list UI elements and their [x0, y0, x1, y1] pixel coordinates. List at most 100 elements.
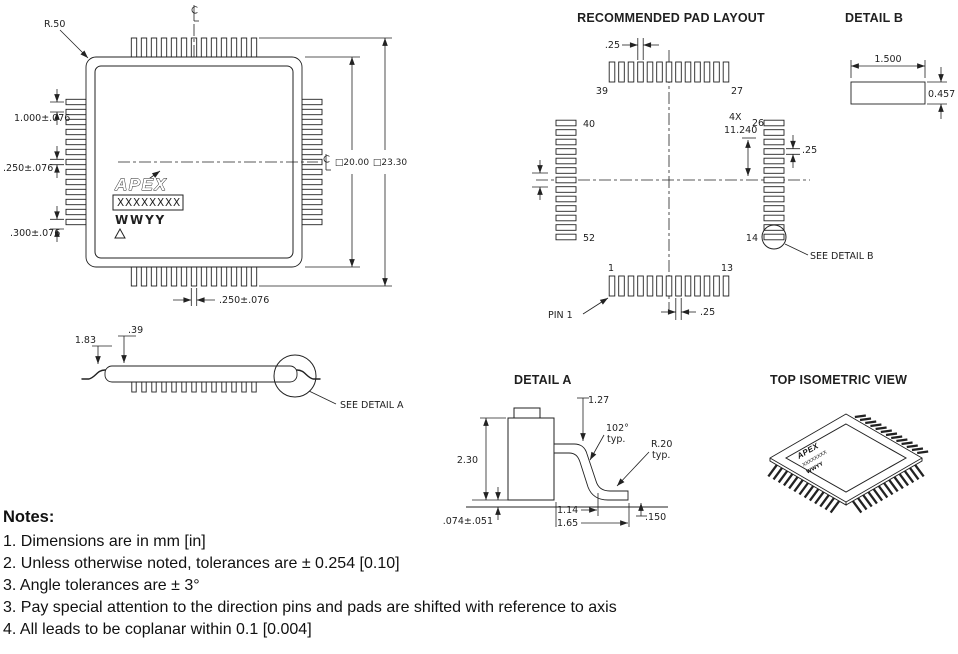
pad-top [684, 61, 692, 83]
side-view-leads [131, 381, 257, 393]
qfp-side-view: SEE DETAIL A 1.83 .39 [75, 325, 404, 411]
lead-left [65, 188, 87, 196]
lead-top [210, 37, 218, 59]
pad-bottom [665, 275, 673, 297]
lead-right [301, 148, 323, 156]
iso-lead [903, 470, 915, 484]
dim-lead-width-left: .250±.076 [3, 146, 64, 178]
recommended-pad-layout: RECOMMENDED PAD LAYOUT 39 27 40 52 26 14… [532, 11, 874, 321]
iso-lead [893, 476, 904, 490]
lead-top [150, 37, 158, 59]
side-lead [201, 381, 207, 393]
iso-lead [909, 467, 920, 481]
lead-left [65, 148, 87, 156]
detail-a-body-section [507, 417, 555, 501]
dim-foot-height: .150 [636, 503, 666, 523]
iso-lead [898, 473, 910, 487]
pad-bottom [618, 275, 625, 297]
side-lead [141, 381, 147, 393]
note-item-3: 3. Angle tolerances are ± 3° [3, 577, 200, 594]
lead-top [200, 37, 208, 59]
dim-label-body-height: 2.30 [457, 455, 478, 466]
pad-right [763, 119, 785, 127]
side-lead [231, 381, 237, 393]
pad-top [703, 61, 711, 83]
pad-right [763, 176, 785, 184]
pad-left [555, 205, 577, 212]
pad-bottom [646, 275, 654, 297]
lead-bottom [190, 265, 198, 287]
iso-lead [875, 426, 887, 431]
dim-label-lead-width-bottom: .250±.076 [219, 295, 269, 306]
centerline-symbol-icon [191, 4, 200, 22]
dim-standoff: .074±.051 [443, 487, 501, 527]
lead-top [240, 37, 248, 59]
iso-lead [854, 414, 866, 419]
dim-label-standoff: .074±.051 [443, 516, 493, 527]
dim-label-lead-offset: .300±.076 [10, 228, 60, 239]
iso-top-face-edge [784, 423, 908, 493]
dim-body-height: 2.30 [457, 417, 506, 500]
lead-right [301, 208, 323, 216]
marking-logo: APEX [114, 175, 167, 194]
lead-top [160, 37, 168, 59]
notes-section: Notes: 1. Dimensions are in mm [in] 2. U… [3, 508, 743, 641]
pad-bottom [684, 275, 692, 297]
pad-left [555, 138, 577, 146]
pad-bottom [637, 275, 644, 297]
pad-bottom [722, 275, 730, 297]
iso-lead [824, 497, 835, 511]
iso-lead [877, 485, 889, 499]
pad-right [763, 195, 785, 203]
lead-bottom [130, 265, 138, 287]
dim-foot-outer: 1.65 [557, 503, 630, 529]
dim-label-angle-typ: typ. [607, 434, 625, 445]
pad-right [763, 186, 785, 193]
lead-bottom [140, 265, 148, 287]
pad-right [763, 157, 785, 165]
lead-left [65, 208, 87, 216]
iso-lead [808, 488, 820, 502]
lead-left [65, 158, 87, 166]
iso-lead [901, 441, 913, 446]
dim-label-span-qty: 4X [729, 112, 742, 123]
pad-right [763, 233, 785, 241]
pad-top [618, 61, 625, 83]
chip-marking: APEX XXXXXXXX WWYY [112, 170, 184, 239]
dim-label-angle: 102° [606, 423, 629, 434]
dim-label-pad-width-bottom: .25 [700, 307, 715, 318]
iso-body-top [769, 413, 923, 503]
detail-a-view: DETAIL A 2.30 1.27 102° typ. R.20 typ. [443, 373, 673, 529]
iso-lead [767, 464, 778, 478]
dim-lead-angle: 102° typ. [589, 423, 629, 461]
lead-bottom [200, 265, 208, 287]
pad-right [763, 138, 785, 146]
centerlines [118, 4, 332, 171]
dim-pad-width-right: .25 [786, 135, 817, 168]
detail-a-body-step [513, 407, 541, 419]
detail-a-gullwing-lead [553, 443, 629, 501]
isometric-view: TOP ISOMETRIC VIEW APEX XXXXXXXX WWYY [767, 373, 929, 514]
detail-b-title: DETAIL B [845, 11, 903, 25]
pad-number-1: 1 [608, 263, 614, 274]
pad-top [694, 61, 701, 83]
pad-left [555, 224, 577, 231]
dim-label-foot-height: .150 [645, 512, 666, 523]
lead-right [301, 108, 323, 116]
lead-bottom [180, 265, 188, 287]
pad-layout-pads [555, 61, 785, 297]
pad-bottom [656, 275, 663, 297]
pad-number-26: 26 [752, 118, 764, 129]
lead-right [301, 218, 323, 226]
pin1-callout: PIN 1 [548, 297, 609, 321]
lead-left [65, 138, 87, 146]
lead-right [301, 188, 323, 196]
lead-top [140, 37, 148, 59]
pad-left [555, 148, 577, 155]
dim-label-corner-radius: R.50 [44, 19, 65, 30]
detail-b-balloon [761, 224, 787, 250]
lead-left [65, 128, 87, 136]
side-lead [151, 381, 157, 393]
lead-right [301, 198, 323, 206]
